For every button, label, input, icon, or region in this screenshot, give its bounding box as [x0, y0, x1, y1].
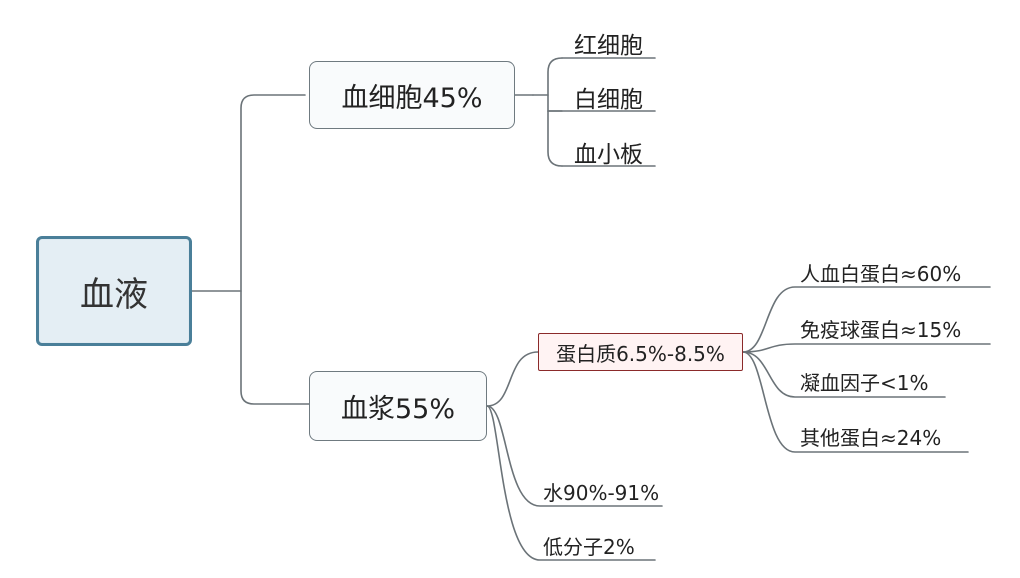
link-protein-coag	[742, 351, 946, 398]
link-plasma-water	[486, 405, 663, 507]
leaf-white-blood-cells[interactable]: 白细胞	[574, 87, 643, 113]
node-plasma[interactable]: 血浆55%	[309, 371, 487, 441]
leaf-coagulation-factors[interactable]: 凝血因子<1%	[800, 371, 929, 395]
link-protein-globulin	[742, 343, 991, 353]
leaf-platelets[interactable]: 血小板	[574, 142, 643, 168]
link-root-cells	[240, 94, 310, 405]
link-plasma-lowmol	[486, 405, 656, 561]
leaf-immunoglobulin[interactable]: 免疫球蛋白≈15%	[800, 318, 962, 342]
root-node-blood[interactable]: 血液	[36, 236, 192, 346]
leaf-other-proteins[interactable]: 其他蛋白≈24%	[800, 426, 942, 450]
leaf-albumin[interactable]: 人血白蛋白≈60%	[800, 262, 962, 286]
leaf-low-molecular[interactable]: 低分子2%	[543, 535, 635, 559]
node-blood-cells[interactable]: 血细胞45%	[309, 61, 515, 129]
node-protein[interactable]: 蛋白质6.5%-8.5%	[538, 333, 743, 371]
leaf-red-blood-cells[interactable]: 红细胞	[574, 33, 643, 59]
link-protein-albumin	[742, 286, 991, 353]
link-plasma-protein	[486, 351, 539, 407]
link-protein-other	[742, 351, 969, 453]
leaf-water[interactable]: 水90%-91%	[543, 481, 660, 505]
link-cells-bracket	[547, 57, 563, 167]
